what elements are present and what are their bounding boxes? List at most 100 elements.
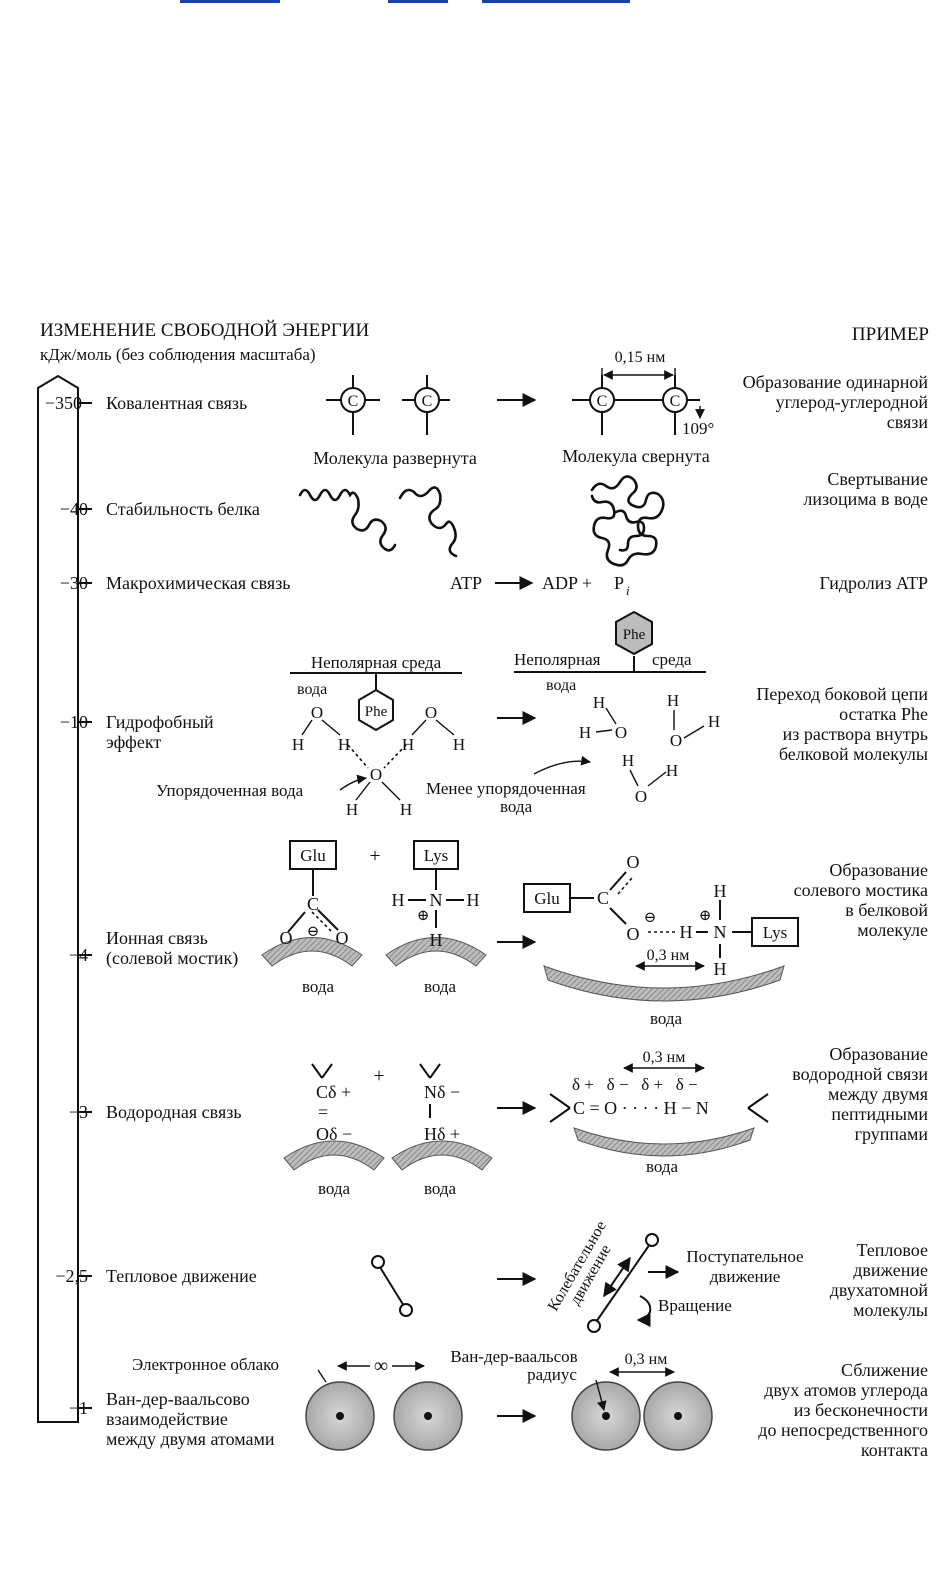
ionic-example-3: в белковой <box>845 900 928 920</box>
ionic-h-right-3: H <box>714 959 727 979</box>
covalent-bond-illustration: C C C C <box>326 368 705 435</box>
water-label-hb-1: вода <box>318 1179 351 1198</box>
ionic-c-right: C <box>597 888 609 908</box>
electron-cloud-pointer <box>317 1369 327 1383</box>
water-o-2: O <box>425 703 437 722</box>
adp-label: ADP + <box>542 573 592 593</box>
hbond-right-illustration <box>549 1063 769 1157</box>
ionic-h-2: H <box>467 890 480 910</box>
scale-label-7b: взаимодействие <box>106 1409 228 1429</box>
water-h-8: H <box>579 723 591 742</box>
water-o-1: O <box>311 703 323 722</box>
phe-label-left: Phe <box>365 704 388 720</box>
scale-value-3: −10 <box>60 712 88 732</box>
protein-example-1: Свертывание <box>827 469 928 489</box>
top-link-2[interactable] <box>388 0 448 3</box>
scale-value-1: −40 <box>60 499 88 519</box>
water-h-2: H <box>338 735 350 754</box>
lys-label-left: Lys <box>424 846 449 865</box>
covalent-angle: 109° <box>682 419 714 438</box>
phe-label-right: Phe <box>623 627 646 643</box>
scale-label-5: Водородная связь <box>106 1102 242 1122</box>
atom-c-3: C <box>597 393 608 410</box>
scale-value-4: −4 <box>69 945 88 965</box>
water-h-9: H <box>667 691 679 710</box>
water-o-5: O <box>670 731 682 750</box>
scale-label-2: Макрохимическая связь <box>106 573 291 593</box>
ionic-example-1: Образование <box>829 860 928 880</box>
protein-folded-label: Молекула свернута <box>562 446 710 466</box>
less-ordered-label-b: вода <box>500 797 533 816</box>
hbond-double-bond: = <box>318 1102 328 1122</box>
ordered-water-arrow <box>339 774 367 791</box>
ionic-n-left: N <box>430 890 443 910</box>
vdw-radius-label-a: Ван-дер-ваальсов <box>450 1347 577 1366</box>
water-label-hyd-left: вода <box>297 681 327 698</box>
ionic-o-right-2: O <box>627 924 640 944</box>
scale-value-2: −30 <box>60 573 88 593</box>
vdw-example-1: Сближение <box>841 1360 928 1380</box>
vdw-example-2: двух атомов углерода <box>764 1380 928 1400</box>
ionic-h-3: H <box>430 930 443 950</box>
less-ordered-label-a: Менее упорядоченная <box>426 779 586 798</box>
ionic-example-2: солевого мостика <box>794 880 928 900</box>
ionic-o-2: O <box>336 928 349 948</box>
ionic-plus: + <box>369 845 380 867</box>
hbond-example-5: группами <box>855 1124 929 1144</box>
top-link-1[interactable] <box>180 0 280 3</box>
ionic-o-right-1: O <box>627 852 640 872</box>
rotation-label: Вращение <box>658 1296 732 1315</box>
water-h-3: H <box>402 735 414 754</box>
atp-label: ATP <box>450 573 482 593</box>
hydrophobic-right-illustration <box>514 610 706 787</box>
header-right-title: ПРИМЕР <box>852 324 929 345</box>
hbond-example-1: Образование <box>829 1044 928 1064</box>
header-left-subtitle: кДж/моль (без соблюдения масштаба) <box>40 345 316 364</box>
thermal-example-1: Тепловое <box>857 1240 929 1260</box>
infinity-symbol: ∞ <box>374 1355 388 1377</box>
header-left-title: ИЗМЕНЕНИЕ СВОБОДНОЙ ЭНЕРГИИ <box>40 320 370 341</box>
scale-value-7: −1 <box>69 1398 88 1418</box>
scale-label-7c: между двумя атомами <box>106 1429 275 1449</box>
scale-value-5: −3 <box>69 1102 88 1122</box>
ionic-n-right: N <box>714 922 727 942</box>
pi-subscript: i <box>626 583 630 598</box>
covalent-example-1: Образование одинарной <box>743 372 929 392</box>
covalent-example-3: связи <box>887 412 929 432</box>
ionic-h-right-2: H <box>714 881 727 901</box>
scale-label-7: Ван-дер-ваальсово <box>106 1389 250 1409</box>
hbond-c-delta: Cδ + <box>316 1082 351 1102</box>
pi-label: P <box>614 573 624 593</box>
hbond-charges: δ + δ − δ + δ − <box>572 1075 698 1094</box>
water-label-hb-2: вода <box>424 1179 457 1198</box>
nonpolar-right-label-a: Неполярная <box>514 650 601 669</box>
vdw-left-atoms <box>305 1381 463 1451</box>
hydrophobic-example-1: Переход боковой цепи <box>756 684 928 704</box>
less-ordered-arrow <box>533 755 591 775</box>
hbond-chain: C = O · · · · H − N <box>573 1098 709 1118</box>
scale-value-0: −350 <box>45 393 82 413</box>
folded-protein-illustration <box>590 475 665 567</box>
water-h-4: H <box>453 735 465 754</box>
thermal-example-3: двухатомной <box>830 1280 929 1300</box>
ionic-right-illustration <box>523 871 799 1002</box>
water-o-3: O <box>370 765 382 784</box>
water-h-1: H <box>292 735 304 754</box>
hydrophobic-left-illustration <box>290 672 462 801</box>
ionic-plus-charge-right: ⊕ <box>699 908 712 924</box>
hbond-example-3: между двумя <box>828 1084 928 1104</box>
thermal-right-molecule <box>587 1233 680 1333</box>
ionic-minus-left: ⊖ <box>307 924 320 940</box>
scale-label-4b: (солевой мостик) <box>106 948 238 969</box>
hbond-n-delta: Nδ − <box>424 1082 460 1102</box>
atom-c-2: C <box>422 393 433 410</box>
water-h-12: H <box>666 761 678 780</box>
hbond-plus: + <box>373 1065 384 1087</box>
ionic-distance: 0,3 нм <box>647 947 690 964</box>
water-h-6: H <box>400 800 412 819</box>
water-h-5: H <box>346 800 358 819</box>
top-link-3[interactable] <box>482 0 630 3</box>
water-label-hyd-right: вода <box>546 677 576 694</box>
vdw-example-3: из бесконечности <box>794 1400 929 1420</box>
